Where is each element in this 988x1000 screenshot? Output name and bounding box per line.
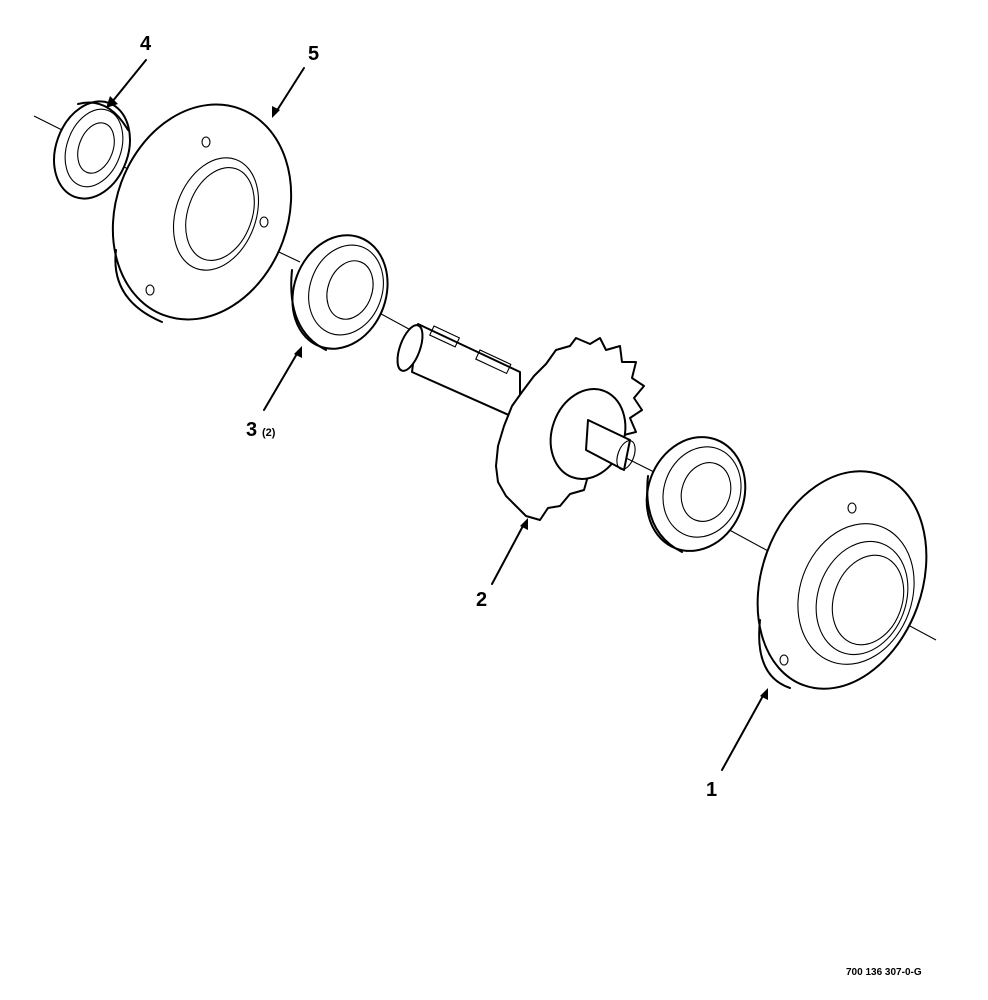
part-4-seal — [53, 100, 131, 200]
callout-5: 5 — [308, 43, 319, 65]
part-3-bearing-upper — [290, 234, 389, 351]
part-1-flange-housing — [756, 470, 928, 690]
document-number: 700 136 307-0-G — [846, 967, 922, 978]
leader-lines — [106, 59, 768, 771]
part-5-flange-housing — [111, 103, 293, 323]
part-3-bearing-lower — [645, 436, 747, 553]
part-2-shaft-sprocket — [396, 323, 645, 521]
callout-3: 3 — [246, 419, 257, 441]
callout-2: 2 — [476, 589, 487, 611]
callout-1: 1 — [706, 779, 717, 801]
callout-3-quantity: (2) — [262, 427, 276, 439]
callout-4: 4 — [140, 33, 152, 55]
